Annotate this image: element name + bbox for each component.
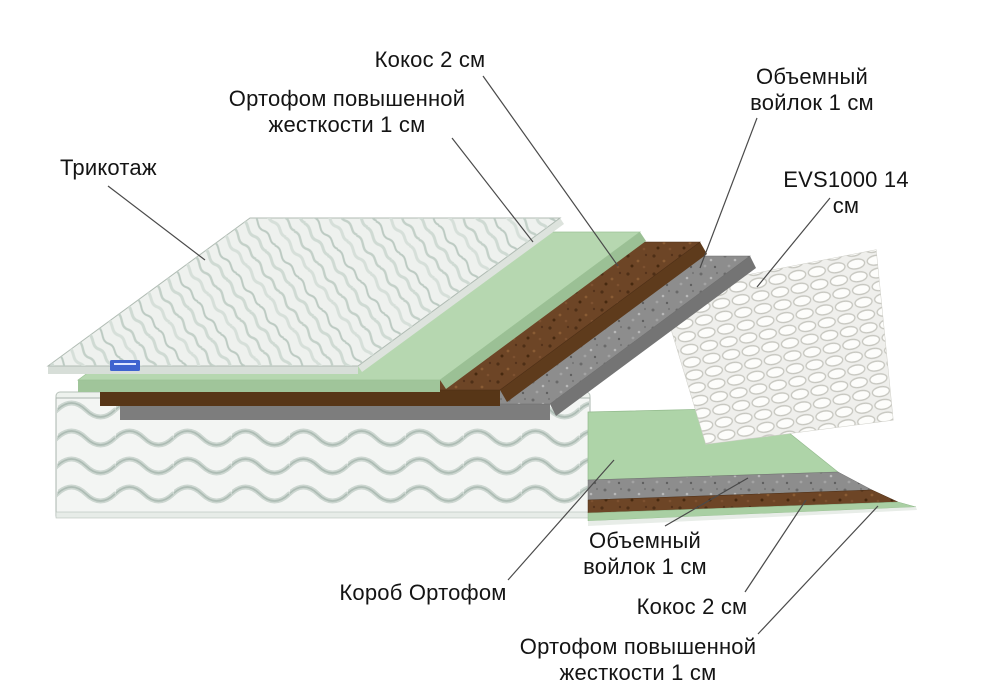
callout-felt-top-label: Объемный войлок 1 см xyxy=(750,64,874,115)
brand-patch xyxy=(110,360,140,371)
foam-front-edge xyxy=(78,380,440,392)
knit-layer-top xyxy=(46,217,564,374)
leader-box xyxy=(507,459,615,581)
leader-ortofoam-top xyxy=(451,137,534,243)
callout-coconut-bottom-label: Кокос 2 см xyxy=(636,594,748,619)
cutaway-bottom-edge xyxy=(588,507,917,526)
felt-front-edge xyxy=(120,404,550,420)
box-bottom-edge xyxy=(55,511,591,519)
callout-felt-bottom-label: Объемный войлок 1 см xyxy=(583,528,707,579)
leader-knit xyxy=(107,185,206,261)
callout-ortofoam-top-label: Ортофом повышенной жесткости 1 см xyxy=(228,86,466,137)
spring-coils-texture xyxy=(660,250,893,444)
leader-felt-top xyxy=(699,117,758,269)
leader-coconut-top xyxy=(482,75,619,267)
callout-knit-label: Трикотаж xyxy=(60,155,157,180)
knit-right-edge xyxy=(358,218,564,372)
knit-marble-texture xyxy=(48,218,560,366)
callout-coconut-top-label: Кокос 2 см xyxy=(374,47,486,72)
knit-front-edge xyxy=(48,366,358,374)
leader-springs xyxy=(756,197,831,288)
leader-ortofoam-bottom xyxy=(757,505,879,635)
spring-block xyxy=(659,249,894,445)
foam-right-edge xyxy=(440,232,646,389)
coconut-right-edge xyxy=(500,242,707,402)
callout-ortofoam-bottom-label: Ортофом повышенной жесткости 1 см xyxy=(519,634,757,685)
coconut-front-edge xyxy=(100,390,500,406)
callout-box-label: Короб Ортофом xyxy=(339,580,507,605)
felt-right-edge xyxy=(550,256,756,416)
leader-coconut-bottom xyxy=(744,499,807,593)
brand-patch-text-line xyxy=(114,363,136,365)
leader-lines xyxy=(107,75,879,635)
callout-springs-label: EVS1000 14 см xyxy=(783,167,909,218)
leader-felt-bottom xyxy=(664,477,749,527)
